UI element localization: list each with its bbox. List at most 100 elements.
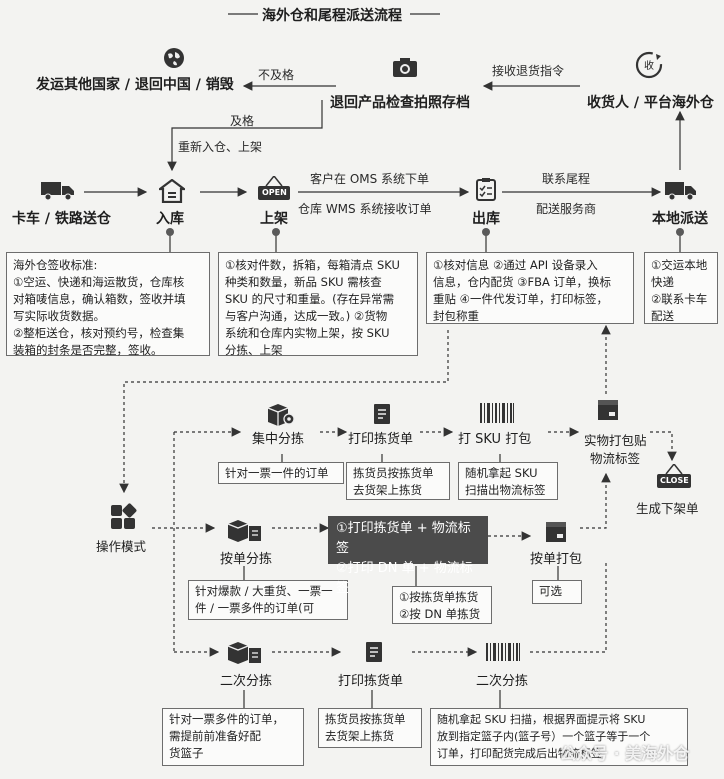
diagram-title: 海外仓和尾程派送流程 (262, 8, 402, 24)
shelf-line: 分拣、上架 (225, 343, 283, 357)
second-sort-label: 二次分拣 (220, 674, 273, 689)
outbound-line: 重贴 ④一件代发订单，打印标签， (433, 292, 608, 306)
pick-method-note: ①按拣货单拣货 ②按 DN 单拣货 (392, 586, 492, 624)
local-line: 配送 (651, 309, 674, 323)
open-sign-icon (256, 176, 292, 204)
local-line: ①交运本地 (651, 258, 708, 272)
scan-note-line: 订单，打印配货完成后出物流标签 (437, 747, 602, 760)
qualified-label: 及格 (230, 114, 255, 128)
inbound-line: 海外仓签收标准: (13, 258, 98, 272)
physical-pack-line-1: 实物打包贴 (584, 433, 647, 448)
order-sort-note: 针对爆款 / 大重货、一票一 件 / 一票多件的订单(可 (188, 580, 348, 620)
close-sign-icon (656, 464, 692, 494)
reshelf-label: 重新入仓、上架 (178, 140, 263, 154)
outbound-line: ①核对信息 ②通过 API 设备录入 (433, 258, 598, 272)
order-sort-label: 按单分拣 (220, 552, 273, 567)
local-line: ②联系卡车 (651, 292, 708, 306)
print-combo-line: ①打印拣货单 + 物流标签 (336, 521, 471, 556)
svg-text:收: 收 (644, 59, 654, 72)
inbound-line: ①空运、快递和海运散货，仓库核 (13, 275, 185, 289)
shelf-line: 与客户沟通，达成一致。) ②货物 (225, 309, 388, 323)
second-sort-box-icon (226, 638, 262, 666)
inbound-standard-box: 海外仓签收标准: ①空运、快递和海运散货，仓库核 对箱唛信息，确认箱数，签收并填… (6, 252, 210, 357)
checklist-icon (474, 176, 498, 202)
sort-box-gear-icon (264, 400, 296, 428)
shelf-line: 种类和数量，新品 SKU 需核查 (225, 275, 382, 289)
mode-label: 操作模式 (96, 539, 147, 554)
central-sort-label: 集中分拣 (252, 432, 305, 447)
truck-label: 卡车 / 铁路送仓 (12, 211, 111, 227)
delivery-provider-label: 配送服务商 (536, 202, 597, 216)
pick-note-line: ①按拣货单拣货 (399, 590, 479, 604)
shelf-line: 系统和仓库内实物上架，按 SKU (225, 326, 390, 340)
picker-note-line: 去货架上拣货 (353, 483, 422, 497)
central-note-text: 针对一票一件的订单 (225, 466, 329, 480)
print-combo-line: ②打印 DN 单 + 物流标签 (336, 561, 473, 596)
second-sort-label-2: 二次分拣 (476, 674, 529, 689)
physical-pack-line-2: 物流标签 (590, 451, 641, 466)
barcode-icon (480, 402, 514, 424)
inbound-line: 对箱唛信息，确认箱数，签收并填 (13, 292, 186, 306)
open-sign-text: OPEN (262, 188, 287, 197)
dest-label: 发运其他国家 / 退回中国 / 销毁 (36, 77, 234, 93)
order-note-line: 针对爆款 / 大重货、一票一 (195, 584, 333, 598)
second-sort-note: 针对一票多件的订单， 需提前前准备好配 货篮子 (162, 708, 304, 766)
second-note-line: 针对一票多件的订单， (169, 712, 284, 726)
print-combo-box: ①打印拣货单 + 物流标签 ②打印 DN 单 + 物流标签 (328, 516, 488, 596)
outbound-label: 出库 (472, 211, 500, 227)
lastmile-label: 联系尾程 (542, 172, 591, 186)
receiver-label: 收货人 / 平台海外仓 (587, 95, 714, 111)
sku-pack-note: 随机拿起 SKU 扫描出物流标签 (458, 462, 558, 500)
order-pack-box-icon (544, 520, 568, 544)
optional-text: 可选 (539, 584, 562, 598)
outbound-line: 信息，仓内配货 ③FBA 订单，换标 (433, 275, 611, 289)
local-delivery-label: 本地派送 (652, 211, 708, 227)
inbound-label: 入库 (156, 211, 184, 227)
return-instruction-label: 接收退货指令 (492, 64, 565, 78)
scan-note: 随机拿起 SKU 扫描，根据界面提示将 SKU 放到指定篮子内(篮子号）一个篮子… (430, 708, 688, 766)
pick-note-line: ②按 DN 单拣货 (399, 607, 481, 621)
print-pick-label-1: 打印拣货单 (348, 432, 414, 447)
outbound-steps-box: ①核对信息 ②通过 API 设备录入 信息，仓内配货 ③FBA 订单，换标 重贴… (426, 252, 634, 324)
close-sign-text: CLOSE (660, 476, 689, 485)
second-note-line: 需提前前准备好配 (169, 729, 261, 743)
picker-note-2: 拣货员按拣货单 去货架上拣货 (318, 708, 422, 748)
not-qualified-label: 不及格 (258, 68, 295, 82)
second-note-line: 货篮子 (169, 746, 204, 760)
shelf-line: SKU 的尺寸和重量。(存在异常需 (225, 292, 395, 306)
shelf-label: 上架 (260, 211, 288, 227)
barcode-icon-2 (486, 642, 520, 662)
sku-pack-note-line: 随机拿起 SKU (465, 466, 538, 480)
gen-offshelf-label: 生成下架单 (636, 501, 699, 516)
truck-icon (40, 178, 76, 202)
picker-note-line: 拣货员按拣货单 (325, 712, 406, 726)
inspect-label: 退回产品检查拍照存档 (330, 95, 470, 111)
order-pack-label: 按单打包 (530, 552, 583, 567)
central-sort-note: 针对一票一件的订单 (218, 462, 344, 484)
sku-pack-label: 打 SKU 打包 (458, 432, 532, 447)
warehouse-inbound-icon (158, 178, 186, 204)
optional-note: 可选 (532, 580, 582, 604)
connector-dot (166, 228, 174, 236)
return-receive-icon: 收 (634, 50, 664, 80)
oms-label: 客户在 OMS 系统下单 (310, 172, 430, 186)
document-icon-2 (364, 640, 384, 664)
grid-mode-icon (108, 502, 138, 532)
inbound-line: 装箱的封条是否完整，签收。 (13, 343, 163, 357)
connector-dot (272, 228, 280, 236)
connector-dot (482, 228, 490, 236)
document-icon (372, 402, 392, 426)
picker-note-line: 去货架上拣货 (325, 729, 394, 743)
sku-pack-note-line: 扫描出物流标签 (465, 483, 546, 497)
scan-note-line: 随机拿起 SKU 扫描，根据界面提示将 SKU (437, 713, 646, 726)
scan-note-line: 放到指定篮子内(篮子号）一个篮子等于一个 (437, 730, 651, 743)
picker-note-1: 拣货员按拣货单 去货架上拣货 (346, 462, 450, 500)
order-note-line: 件 / 一票多件的订单(可 (195, 601, 315, 615)
order-sort-box-icon (226, 516, 262, 544)
local-delivery-box: ①交运本地 快递 ②联系卡车 配送 (644, 252, 718, 324)
print-pick-label-2: 打印拣货单 (338, 674, 404, 689)
shelf-steps-box: ①核对件数，拆箱，每箱清点 SKU 种类和数量，新品 SKU 需核查 SKU 的… (218, 252, 418, 357)
picker-note-line: 拣货员按拣货单 (353, 466, 434, 480)
inbound-line: ②整柜送仓，核对预约号，检查集 (13, 326, 185, 340)
